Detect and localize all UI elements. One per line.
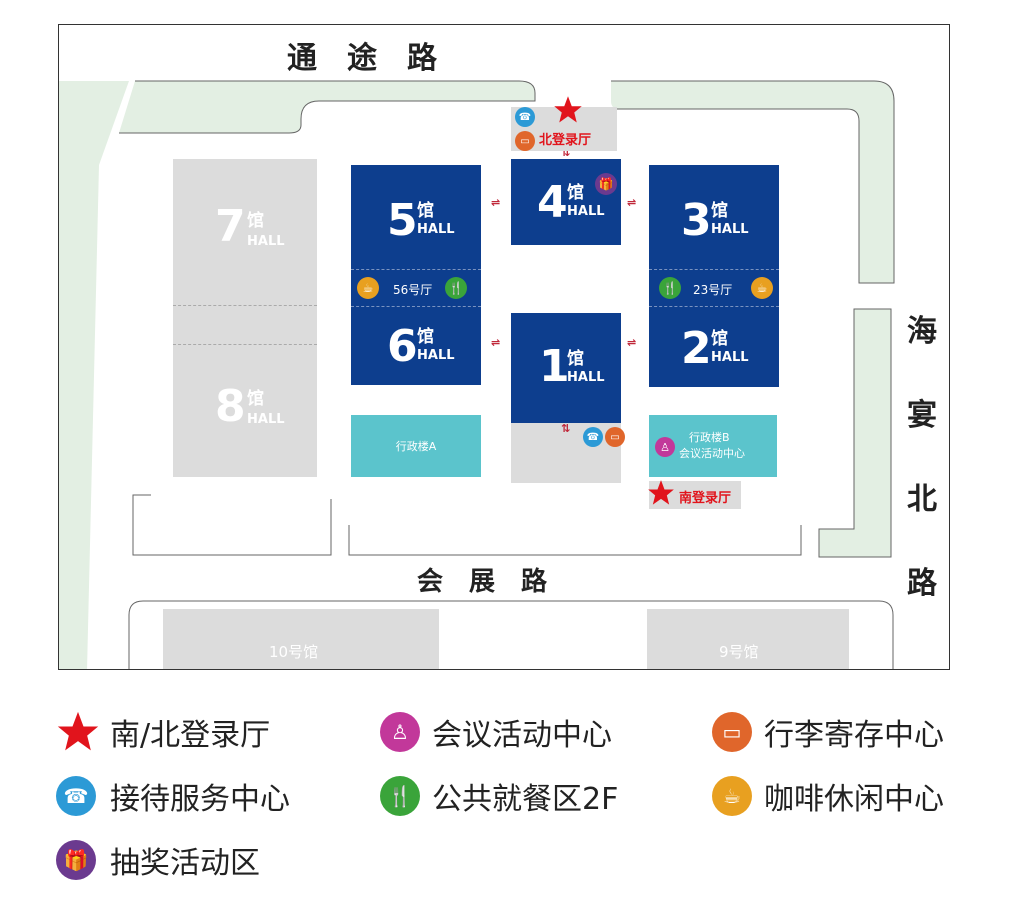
gift-icon[interactable]: 🎁 [595, 173, 617, 195]
coffee-icon: ☕ [712, 776, 752, 816]
hall-8-en: HALL [247, 412, 285, 427]
hall-5-en: HALL [417, 222, 455, 237]
dining-icon[interactable]: 🍴 [659, 277, 681, 299]
connector-5-4: ⇌ [491, 196, 501, 209]
east-road-char-1: 海 [907, 314, 937, 349]
hall-5-number: 5 [387, 195, 418, 246]
hall-2-number: 2 [681, 323, 712, 374]
east-road-label: 海 宴 北 路 [904, 306, 940, 642]
hall-9-block[interactable]: 9号馆 [647, 609, 849, 669]
connector-south-lobby: ⇅ [561, 422, 571, 435]
hall-7-8-block[interactable]: 7 馆 HALL 8 馆 HALL [173, 159, 317, 477]
hall-3-guan: 馆 [711, 201, 728, 221]
hall-1-block[interactable]: 1 馆 HALL [511, 313, 621, 423]
reception-icon[interactable]: ☎ [515, 107, 535, 127]
dining-icon: 🍴 [380, 776, 420, 816]
gift-icon: 🎁 [56, 840, 96, 880]
east-road-char-3: 北 [907, 482, 937, 517]
dining-icon[interactable]: 🍴 [445, 277, 467, 299]
hall-2-en: HALL [711, 350, 749, 365]
hall-6-guan: 馆 [417, 327, 434, 347]
star-icon [57, 711, 99, 751]
admin-building-a[interactable]: 行政楼A [351, 415, 481, 477]
hall-6-number: 6 [387, 321, 418, 372]
coffee-icon[interactable]: ☕ [357, 277, 379, 299]
hall-10-block[interactable]: 10号馆 [163, 609, 439, 669]
hall-23-corridor [649, 269, 779, 307]
hall-5-guan: 馆 [417, 201, 434, 221]
legend-registration: 南/北登录厅 [110, 718, 271, 753]
connector-4-3: ⇌ [627, 196, 637, 209]
north-entrance-label[interactable]: 北登录厅 [539, 133, 592, 148]
star-icon [554, 96, 582, 123]
hall-4-guan: 馆 [567, 183, 584, 203]
meeting-icon: ♙ [380, 712, 420, 752]
hall-56-corridor [351, 269, 481, 307]
middle-road-label: 会 展 路 [417, 567, 548, 597]
hall-7-en: HALL [247, 234, 285, 249]
admin-building-a-label: 行政楼A [395, 440, 437, 453]
hall-3-2-block[interactable]: 3 馆 HALL 23号厅 2 馆 HALL [649, 165, 779, 387]
venue-map: 通 途 路 会 展 路 7 馆 HALL 8 馆 HALL 5 馆 HALL 5… [58, 24, 950, 670]
hall-10-label: 10号馆 [269, 643, 319, 661]
connector-north-entrance: ⇅ [561, 146, 571, 159]
east-road-char-4: 路 [907, 566, 937, 601]
reception-icon: ☎ [56, 776, 96, 816]
east-road-char-2: 宴 [907, 398, 937, 433]
legend: 南/北登录厅 ♙ 会议活动中心 ▭ 行李寄存中心 ☎ 接待服务中心 🍴 公共就餐… [0, 690, 1024, 890]
legend-luggage: 行李寄存中心 [764, 718, 944, 753]
hall-1-guan: 馆 [567, 349, 584, 369]
south-hall-lobby [511, 423, 621, 483]
south-entrance-label[interactable]: 南登录厅 [679, 491, 732, 506]
connector-1-2: ⇌ [627, 336, 637, 349]
hall-6-en: HALL [417, 348, 455, 363]
hall-8-number: 8 [215, 381, 246, 432]
coffee-icon[interactable]: ☕ [751, 277, 773, 299]
hall-5-6-block[interactable]: 5 馆 HALL 56号厅 6 馆 HALL [351, 165, 481, 385]
hall-4-en: HALL [567, 204, 605, 219]
legend-meeting: 会议活动中心 [432, 718, 612, 753]
hall-3-en: HALL [711, 222, 749, 237]
admin-building-b-sublabel: 会议活动中心 [679, 447, 745, 460]
hall-1-number: 1 [539, 341, 570, 392]
legend-dining: 公共就餐区2F [432, 782, 619, 817]
hall-2-guan: 馆 [711, 329, 728, 349]
hall-7-number: 7 [215, 201, 246, 252]
hall-7-guan: 馆 [247, 211, 264, 231]
hall-3-number: 3 [681, 195, 712, 246]
map-background-lines [59, 80, 895, 669]
corridor-56-label: 56号厅 [393, 283, 433, 297]
hall-4-number: 4 [537, 177, 568, 228]
luggage-icon[interactable]: ▭ [605, 427, 625, 447]
hall-8-guan: 馆 [247, 389, 264, 409]
luggage-icon[interactable]: ▭ [515, 131, 535, 151]
star-icon [648, 480, 674, 505]
legend-lottery: 抽奖活动区 [110, 846, 260, 881]
north-road-label: 通 途 路 [287, 41, 437, 76]
legend-reception: 接待服务中心 [110, 782, 290, 817]
luggage-icon: ▭ [712, 712, 752, 752]
legend-cafe: 咖啡休闲中心 [764, 782, 944, 817]
hall-7-8-divider [173, 305, 317, 345]
hall-1-en: HALL [567, 370, 605, 385]
hall-9-label: 9号馆 [719, 643, 759, 661]
meeting-icon: ♙ [655, 437, 675, 457]
admin-building-b-label: 行政楼B [689, 431, 730, 444]
hall-4-block[interactable]: 4 馆 HALL [511, 159, 621, 245]
reception-icon[interactable]: ☎ [583, 427, 603, 447]
corridor-23-label: 23号厅 [693, 283, 733, 297]
connector-6-1: ⇌ [491, 336, 501, 349]
admin-building-b[interactable]: ♙ 行政楼B 会议活动中心 [649, 415, 777, 477]
